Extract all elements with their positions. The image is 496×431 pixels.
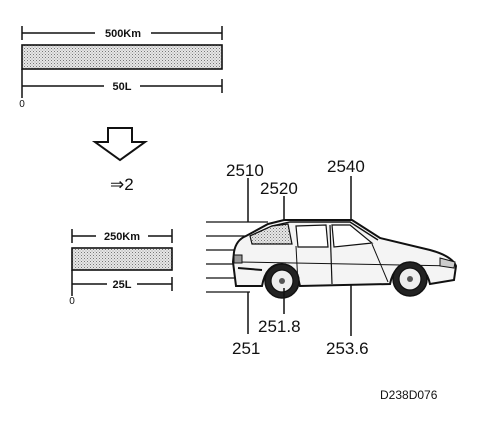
divide-by-two-label: ⇒2 (110, 175, 134, 194)
rear-side-window (295, 224, 329, 248)
label-253-6: 253.6 (326, 339, 369, 358)
bottom-fuel-bar (71, 247, 173, 271)
down-arrow-icon (91, 127, 149, 162)
rear-wheel (264, 263, 300, 299)
bottom-fuel-gauge: 250Km 0 25L (69, 228, 173, 307)
front-wheel (392, 261, 428, 297)
bottom-zero-label: 0 (69, 296, 75, 307)
figure-code: D238D076 (380, 388, 438, 402)
top-distance-label: 500Km (105, 28, 141, 40)
label-2540: 2540 (327, 157, 365, 176)
top-fuel-gauge: 500Km 0 50L (19, 24, 223, 110)
bottom-volume-label: 25L (113, 279, 132, 291)
label-251: 251 (232, 339, 260, 358)
leader-lines (247, 176, 352, 336)
front-side-window (331, 224, 374, 248)
measurement-lines (206, 221, 268, 293)
rear-window (249, 223, 293, 245)
top-fuel-bar (21, 44, 223, 70)
car-illustration (206, 219, 458, 299)
label-2520: 2520 (260, 179, 298, 198)
top-zero-label: 0 (19, 99, 25, 110)
bottom-distance-label: 250Km (104, 231, 140, 243)
top-volume-label: 50L (113, 81, 132, 93)
label-2510: 2510 (226, 161, 264, 180)
label-251-8: 251.8 (258, 317, 301, 336)
